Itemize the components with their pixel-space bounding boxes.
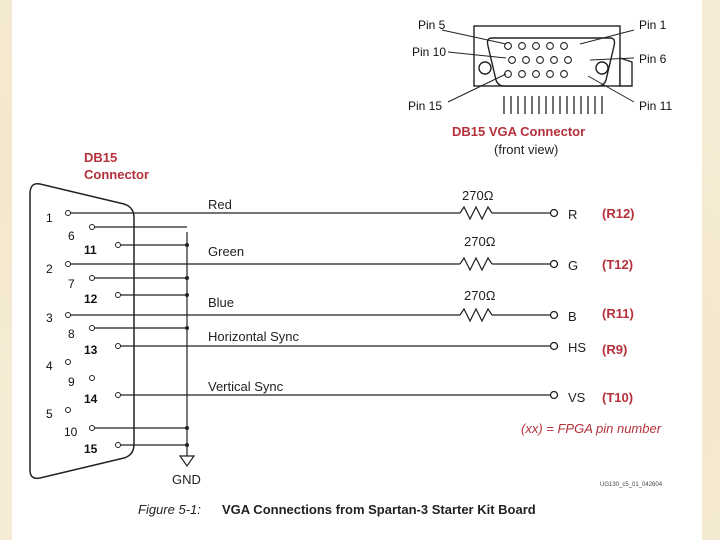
- diagram-canvas: Pin 5 Pin 1 Pin 10 Pin 6 Pin 15 Pin 11 D…: [12, 0, 702, 540]
- pin-number-6: 6: [68, 229, 75, 243]
- pin-number-5: 5: [46, 407, 53, 421]
- label-pin1: Pin 1: [639, 18, 667, 32]
- output-vs: VS: [568, 390, 586, 405]
- resistor-red: [459, 205, 493, 221]
- rear-leads: [503, 96, 603, 114]
- db15-label-line2: Connector: [84, 167, 149, 182]
- pin-number-14: 14: [84, 392, 98, 406]
- output-r: R: [568, 207, 577, 222]
- pin-number-15: 15: [84, 442, 98, 456]
- pin-number-10: 10: [64, 425, 78, 439]
- pin-number-4: 4: [46, 359, 53, 373]
- pin-number-2: 2: [46, 262, 53, 276]
- label-pin10: Pin 10: [412, 45, 446, 59]
- screw-left: [478, 61, 492, 75]
- label-pin15: Pin 15: [408, 99, 442, 113]
- pin-holes: [504, 42, 572, 78]
- pin-leaders: [441, 29, 635, 103]
- gnd-label: GND: [172, 472, 201, 487]
- output-g: G: [568, 258, 578, 273]
- output-hs: HS: [568, 340, 586, 355]
- fpga-pin-hsync: (R9): [602, 342, 627, 357]
- signal-name-hsync: Horizontal Sync: [208, 329, 300, 344]
- signal-name-red: Red: [208, 197, 232, 212]
- db15-pins-row1: [65, 210, 71, 413]
- fpga-pin-blue: (R11): [602, 306, 634, 321]
- pin-number-13: 13: [84, 343, 98, 357]
- signal-name-green: Green: [208, 244, 244, 259]
- db15-shell: [29, 182, 135, 480]
- figure-caption: VGA Connections from Spartan-3 Starter K…: [222, 502, 536, 517]
- pin-number-8: 8: [68, 327, 75, 341]
- pin-number-3: 3: [46, 311, 53, 325]
- fpga-pin-green: (T12): [602, 257, 633, 272]
- label-pin11: Pin 11: [639, 99, 672, 113]
- ground-symbol: [178, 455, 196, 468]
- ground-junctions: [185, 243, 189, 447]
- db15-pins-row2: [89, 224, 95, 431]
- resistor-value-green: 270Ω: [464, 234, 496, 249]
- signal-name-blue: Blue: [208, 295, 234, 310]
- connector-subtitle: (front view): [494, 142, 558, 157]
- pin-number-11: 11: [84, 243, 97, 257]
- vga-front-view: [441, 25, 635, 114]
- fpga-pin-red: (R12): [602, 206, 635, 221]
- legend-fpga-pin: (xx) = FPGA pin number: [521, 421, 662, 436]
- connector-title: DB15 VGA Connector: [452, 124, 585, 139]
- pin-number-1: 1: [46, 211, 53, 225]
- figure-id: UG130_c5_01_042604: [600, 482, 663, 488]
- db15-label-line1: DB15: [84, 150, 117, 165]
- resistor-value-red: 270Ω: [462, 188, 494, 203]
- signal-name-vsync: Vertical Sync: [208, 379, 284, 394]
- output-terminals: [549, 208, 559, 400]
- pin-number-9: 9: [68, 375, 75, 389]
- connector-tab: [619, 57, 633, 87]
- pin-number-12: 12: [84, 292, 98, 306]
- label-pin6: Pin 6: [639, 52, 667, 66]
- wiring: [70, 205, 550, 468]
- fpga-pin-vsync: (T10): [602, 390, 633, 405]
- figure-number: Figure 5-1:: [138, 502, 201, 517]
- output-b: B: [568, 309, 577, 324]
- resistor-green: [459, 256, 493, 272]
- screw-right: [595, 61, 609, 75]
- pin-number-7: 7: [68, 277, 75, 291]
- resistor-value-blue: 270Ω: [464, 288, 496, 303]
- vga-connection-diagram: Pin 5 Pin 1 Pin 10 Pin 6 Pin 15 Pin 11 D…: [29, 18, 672, 517]
- resistor-blue: [459, 307, 493, 323]
- label-pin5: Pin 5: [418, 18, 446, 32]
